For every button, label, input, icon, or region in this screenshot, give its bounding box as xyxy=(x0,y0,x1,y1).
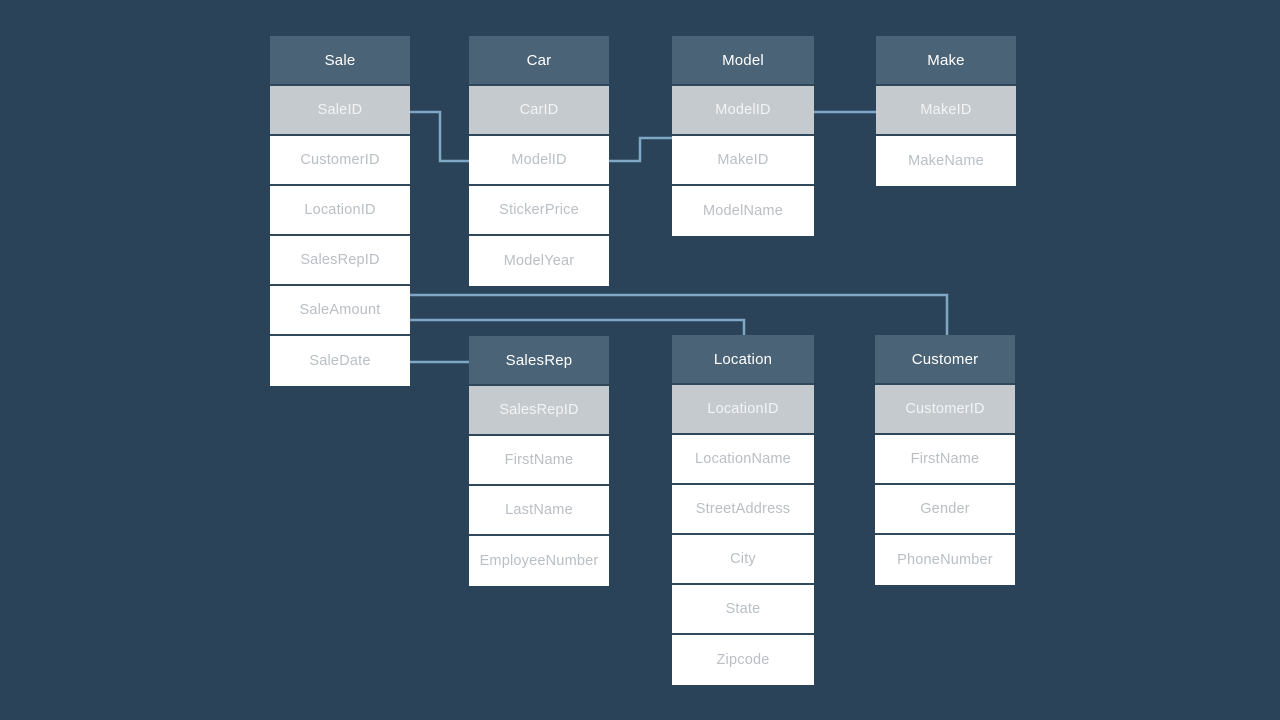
entity-title-car: Car xyxy=(469,36,609,86)
primary-key-field-salesrep-0[interactable]: SalesRepID xyxy=(469,386,609,436)
field-model-1[interactable]: MakeID xyxy=(672,136,814,186)
field-location-3[interactable]: City xyxy=(672,535,814,585)
primary-key-field-model-0[interactable]: ModelID xyxy=(672,86,814,136)
field-customer-1[interactable]: FirstName xyxy=(875,435,1015,485)
connector-rel-car-model xyxy=(607,136,674,163)
field-location-4[interactable]: State xyxy=(672,585,814,635)
field-salesrep-3[interactable]: EmployeeNumber xyxy=(469,536,609,586)
field-sale-1[interactable]: CustomerID xyxy=(270,136,410,186)
connector-rel-sale-customer xyxy=(408,293,949,337)
field-location-2[interactable]: StreetAddress xyxy=(672,485,814,535)
field-car-2[interactable]: StickerPrice xyxy=(469,186,609,236)
primary-key-field-car-0[interactable]: CarID xyxy=(469,86,609,136)
field-car-3[interactable]: ModelYear xyxy=(469,236,609,286)
field-make-1[interactable]: MakeName xyxy=(876,136,1016,186)
primary-key-field-sale-0[interactable]: SaleID xyxy=(270,86,410,136)
primary-key-field-customer-0[interactable]: CustomerID xyxy=(875,385,1015,435)
entity-title-customer: Customer xyxy=(875,335,1015,385)
field-customer-3[interactable]: PhoneNumber xyxy=(875,535,1015,585)
primary-key-field-location-0[interactable]: LocationID xyxy=(672,385,814,435)
field-salesrep-1[interactable]: FirstName xyxy=(469,436,609,486)
entity-title-model: Model xyxy=(672,36,814,86)
connector-rel-car-sale xyxy=(408,110,471,163)
entity-title-location: Location xyxy=(672,335,814,385)
entity-title-salesrep: SalesRep xyxy=(469,336,609,386)
field-sale-2[interactable]: LocationID xyxy=(270,186,410,236)
field-sale-3[interactable]: SalesRepID xyxy=(270,236,410,286)
field-model-2[interactable]: ModelName xyxy=(672,186,814,236)
field-customer-2[interactable]: Gender xyxy=(875,485,1015,535)
field-sale-5[interactable]: SaleDate xyxy=(270,336,410,386)
entity-title-make: Make xyxy=(876,36,1016,86)
field-salesrep-2[interactable]: LastName xyxy=(469,486,609,536)
field-sale-4[interactable]: SaleAmount xyxy=(270,286,410,336)
field-location-5[interactable]: Zipcode xyxy=(672,635,814,685)
entity-title-sale: Sale xyxy=(270,36,410,86)
connector-rel-sale-location xyxy=(408,318,746,337)
field-car-1[interactable]: ModelID xyxy=(469,136,609,186)
primary-key-field-make-0[interactable]: MakeID xyxy=(876,86,1016,136)
field-location-1[interactable]: LocationName xyxy=(672,435,814,485)
